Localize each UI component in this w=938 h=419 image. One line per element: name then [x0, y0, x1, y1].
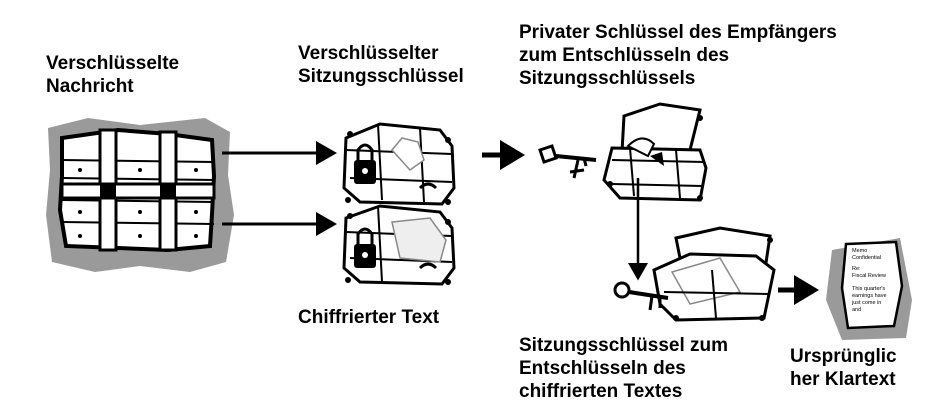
label-line: her Klartext — [790, 369, 896, 390]
label-line: Nachricht — [46, 76, 134, 97]
open-chest-with-document-icon — [652, 226, 776, 322]
label-line: Entschlüsseln des — [519, 358, 686, 379]
label-encrypted-session-key: Verschlüsselter Sitzungsschlüssel — [298, 42, 464, 88]
label-ciphertext: Chiffrierter Text — [298, 306, 439, 329]
label-line: Verschlüsselter — [298, 43, 439, 64]
label-line: Ursprünglic — [790, 346, 897, 367]
open-chest-icon — [602, 102, 708, 202]
locked-ciphertext-case-icon — [342, 204, 456, 286]
label-encrypted-message: Verschlüsselte Nachricht — [46, 52, 179, 98]
label-session-key: Sitzungsschlüssel zum Entschlüsseln des … — [519, 334, 728, 403]
label-line: Sitzungsschlüssels — [519, 68, 696, 89]
locked-session-key-case-icon — [342, 122, 456, 206]
label-line: Sitzungsschlüssel — [298, 66, 464, 87]
document-text: Memo Confidential Re: Fiscal Review This… — [851, 248, 888, 313]
label-line: Sitzungsschlüssel zum — [519, 335, 729, 356]
label-line: Privater Schlüssel des Empfängers — [519, 22, 837, 43]
label-line: chiffrierten Textes — [519, 381, 683, 402]
label-line: Chiffrierter Text — [298, 307, 440, 328]
label-line: zum Entschlüsseln des — [519, 45, 730, 66]
label-line: Verschlüsselte — [46, 53, 180, 74]
encrypted-message-bundle-icon — [46, 118, 234, 272]
plaintext-document-icon — [826, 238, 912, 340]
private-key-icon — [538, 144, 597, 179]
label-original-plaintext: Ursprünglic her Klartext — [790, 345, 897, 391]
label-private-key: Privater Schlüssel des Empfängers zum En… — [519, 21, 837, 90]
session-key-icon — [613, 281, 669, 311]
